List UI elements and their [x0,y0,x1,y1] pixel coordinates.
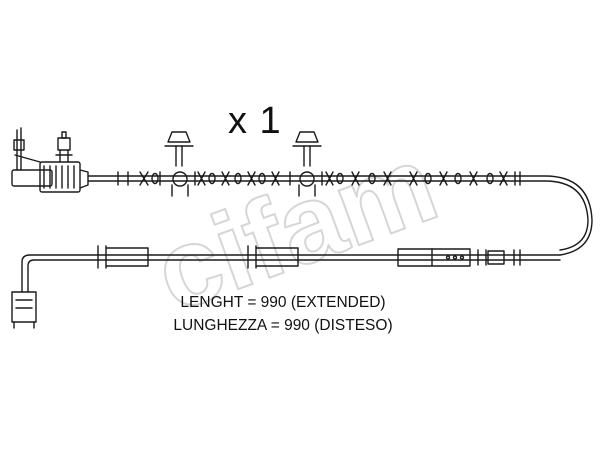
upper-cable [87,175,593,256]
length-label: LENGHT = 990 (EXTENDED) [180,294,386,311]
cable-clip-1 [159,131,196,197]
upper-cable-sleeves [117,171,521,186]
lower-cable-sleeves [97,245,521,269]
sensor-probe [11,291,37,329]
lower-cable [21,254,561,293]
plug-connector [11,127,89,193]
cable-clip-2 [289,131,323,197]
quantity-label: x 1 [228,100,282,142]
connector-bolt [55,131,73,163]
length-label-italian: LUNGHEZZA = 990 (DISTESO) [173,317,393,334]
